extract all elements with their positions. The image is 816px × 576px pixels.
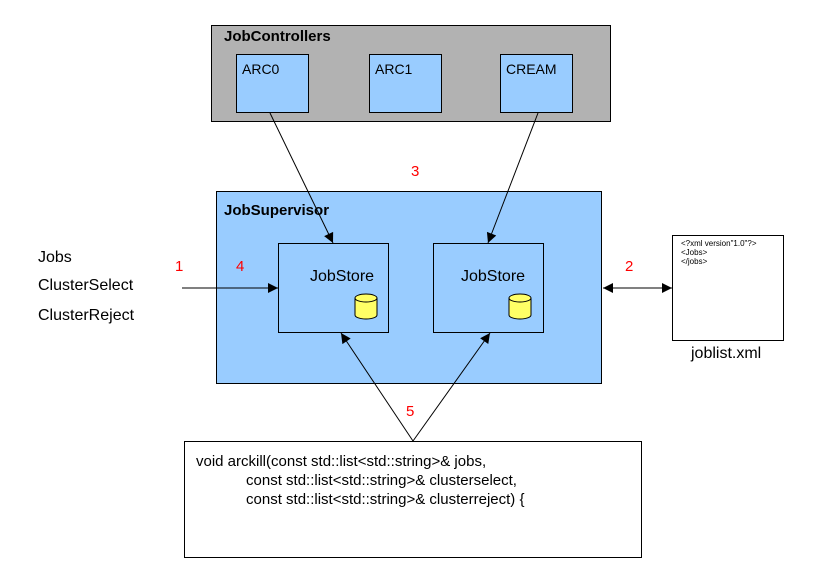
- controller-cream-label: CREAM: [506, 61, 557, 77]
- job-store-right-label: JobStore: [461, 268, 526, 285]
- input-jobs-label: Jobs: [38, 249, 72, 266]
- controller-cream: CREAM: [500, 54, 573, 113]
- step-number-5: 5: [406, 403, 415, 420]
- code-box: void arckill(const std::list<std::string…: [184, 441, 642, 558]
- step-number-4: 4: [236, 258, 245, 275]
- input-clusterselect-label: ClusterSelect: [38, 277, 134, 294]
- arrow-code-to-left-jobstore: [340, 332, 414, 442]
- code-line: void arckill(const std::list<std::string…: [196, 453, 487, 470]
- step-number-1: 1: [175, 258, 184, 275]
- xml-line: <?xml version"1.0"?>: [681, 239, 757, 248]
- database-cylinder-icon: [508, 293, 532, 320]
- controller-arc1: ARC1: [369, 54, 442, 113]
- input-clusterreject-label: ClusterReject: [38, 307, 135, 324]
- controller-arc1-label: ARC1: [375, 61, 413, 77]
- code-line: const std::list<std::string>& clusterrej…: [196, 491, 525, 508]
- xml-line: </jobs>: [681, 257, 708, 266]
- job-controllers-title: JobControllers: [224, 28, 331, 45]
- controller-arc0: ARC0: [236, 54, 309, 113]
- xml-line: <Jobs>: [681, 248, 708, 257]
- arrow-code-to-right-jobstore: [412, 332, 491, 442]
- xml-file-caption: joblist.xml: [691, 345, 762, 362]
- code-line: const std::list<std::string>& clustersel…: [196, 472, 517, 489]
- xml-file-box: <?xml version"1.0"?> <Jobs> </jobs>: [672, 235, 784, 341]
- step-number-2: 2: [625, 258, 634, 275]
- database-cylinder-icon: [354, 293, 378, 320]
- job-supervisor-title: JobSupervisor: [224, 202, 330, 219]
- arrow-cream-to-jobstore: [486, 112, 539, 244]
- step-number-3: 3: [411, 163, 420, 180]
- job-store-left-label: JobStore: [310, 268, 375, 285]
- controller-arc0-label: ARC0: [242, 61, 280, 77]
- arrow-arc0-to-jobstore: [269, 112, 334, 244]
